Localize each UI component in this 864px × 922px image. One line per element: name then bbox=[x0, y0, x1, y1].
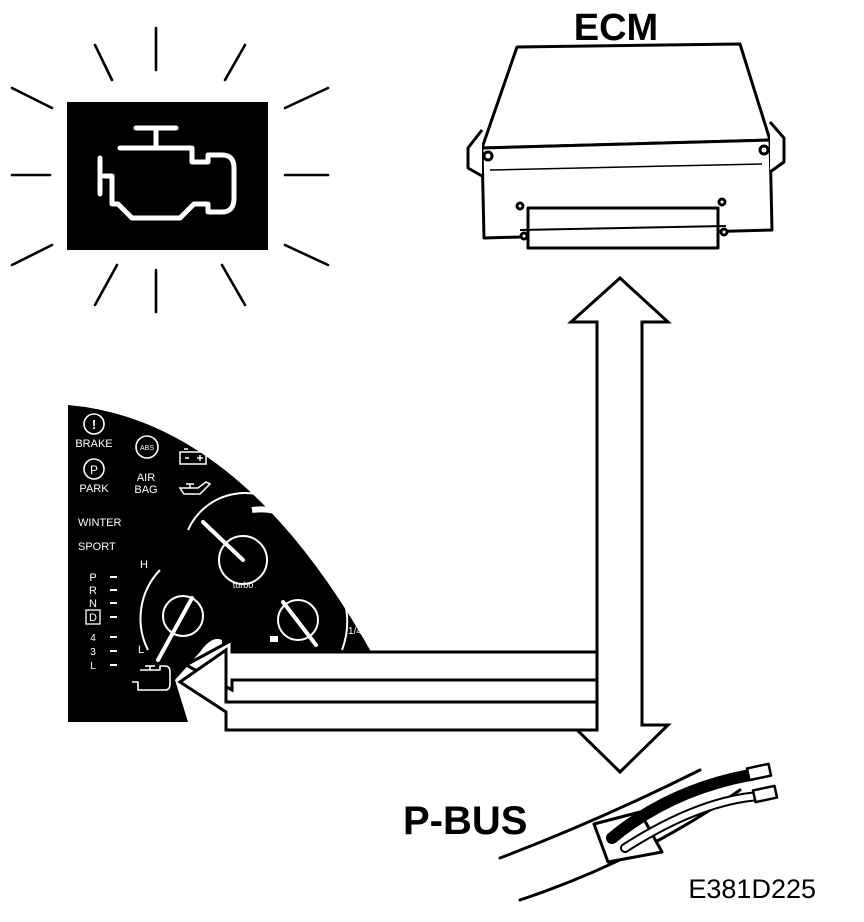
abs-label: ABS bbox=[140, 445, 154, 452]
temp-high-label: H bbox=[140, 559, 148, 571]
airbag-label-line2: BAG bbox=[134, 484, 157, 496]
pbus-cable bbox=[498, 762, 779, 902]
wire-tip-lower bbox=[751, 784, 779, 804]
wire-tip-upper bbox=[745, 762, 773, 782]
glow-rays bbox=[10, 26, 330, 314]
park-symbol: P bbox=[90, 463, 98, 477]
fuel-three-quarter-label: 3/4 bbox=[343, 582, 357, 593]
temp-needle bbox=[156, 596, 194, 662]
instrument-cluster: ! BRAKE ABS P PARK AIR BAG WINTER SP bbox=[68, 405, 370, 722]
battery-icon bbox=[179, 448, 207, 465]
airbag-label-line1: AIR bbox=[137, 472, 155, 484]
ecm-module bbox=[466, 42, 786, 250]
ecm-label: ECM bbox=[574, 7, 658, 49]
gear-4: 4 bbox=[90, 633, 96, 644]
fuel-gauge: F 3/4 1/2 1/4 bbox=[270, 563, 362, 651]
cable-black-wire bbox=[606, 769, 756, 844]
gear-r: R bbox=[89, 585, 97, 597]
temperature-gauge: H L bbox=[138, 559, 204, 662]
cluster-check-engine-icon bbox=[132, 665, 171, 691]
fuel-needle bbox=[281, 600, 318, 647]
lamp-panel bbox=[67, 102, 268, 250]
gear-l: L bbox=[90, 661, 96, 672]
park-label: PARK bbox=[79, 483, 109, 495]
gear-indicator: P R N D 4 3 L bbox=[85, 572, 117, 672]
ecm-right-flange bbox=[768, 121, 786, 174]
fuel-half-label: 1/2 bbox=[348, 604, 362, 615]
turbo-needle bbox=[201, 520, 245, 562]
selected-gear-box bbox=[85, 609, 101, 625]
cable-sheath-band bbox=[592, 810, 664, 864]
figure-code: E381D225 bbox=[688, 874, 816, 904]
arrow-to-cluster-upper bbox=[182, 637, 599, 693]
signal-arrows bbox=[177, 275, 672, 775]
turbo-gauge: turbo bbox=[187, 492, 294, 590]
gear-n: N bbox=[89, 598, 97, 610]
ecm-top-face bbox=[480, 42, 772, 150]
turbo-label: turbo bbox=[233, 580, 254, 590]
winter-mode-label: WINTER bbox=[78, 517, 121, 529]
temp-low-label: L bbox=[138, 644, 144, 656]
check-engine-icon bbox=[97, 125, 237, 221]
warning-lamp bbox=[10, 26, 330, 314]
ecm-pbus-double-arrow bbox=[567, 275, 672, 775]
cable-outer-upper bbox=[498, 768, 702, 860]
gear-d: D bbox=[89, 612, 97, 624]
pbus-label: P-BUS bbox=[403, 799, 527, 843]
brake-label: BRAKE bbox=[75, 438, 112, 450]
ecm-left-flange bbox=[466, 129, 484, 178]
park-brake-icon: P bbox=[83, 458, 105, 480]
arrow-to-cluster-lower bbox=[177, 647, 599, 732]
gear-p: P bbox=[89, 572, 96, 584]
brake-warning-icon: ! bbox=[83, 413, 105, 435]
fuel-full-label: F bbox=[342, 563, 349, 575]
fuel-quarter-label: 1/4 bbox=[348, 626, 362, 637]
gear-3: 3 bbox=[90, 647, 96, 658]
sport-mode-label: SPORT bbox=[78, 541, 116, 553]
brake-symbol: ! bbox=[92, 417, 96, 432]
oil-can-icon bbox=[178, 481, 212, 495]
abs-icon: ABS bbox=[135, 435, 159, 459]
